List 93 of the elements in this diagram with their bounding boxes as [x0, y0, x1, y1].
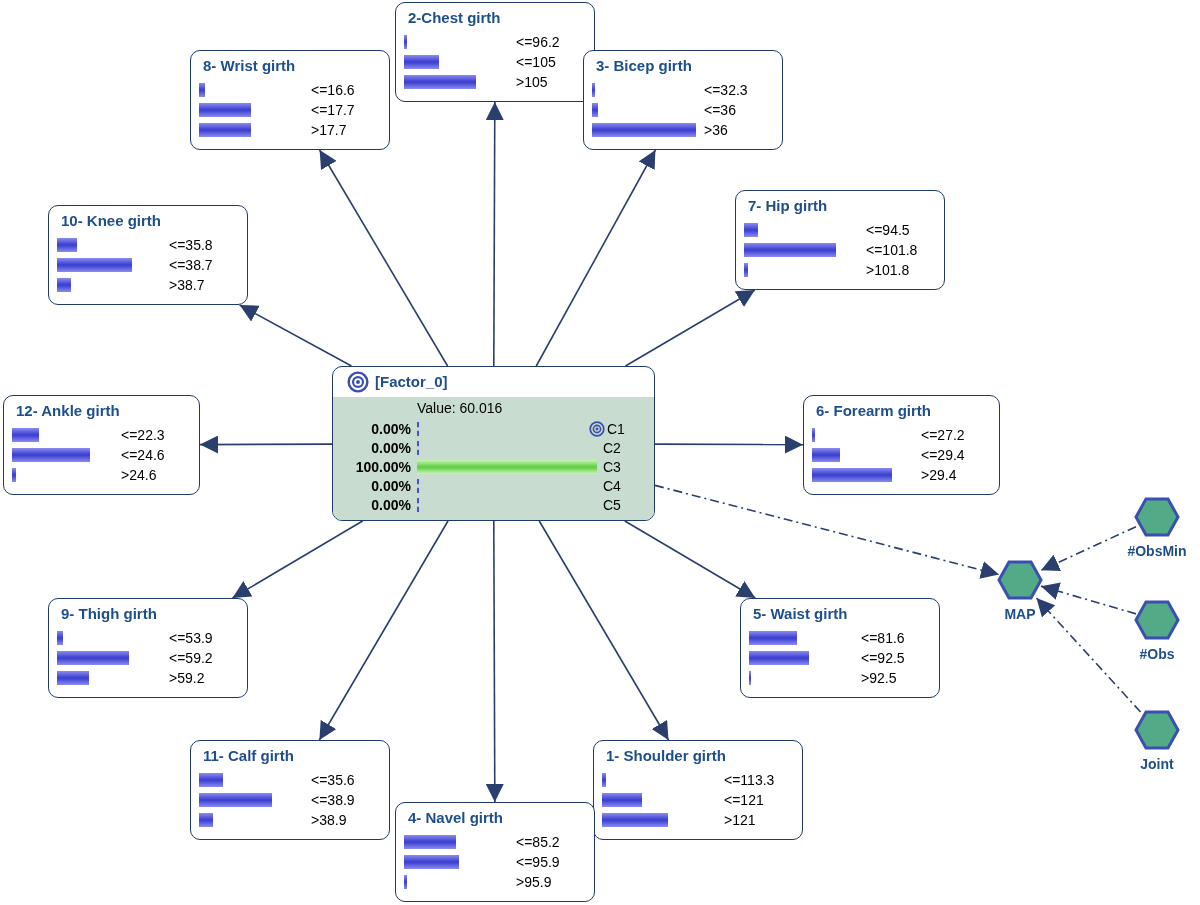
bin-label: >92.5 — [861, 669, 897, 687]
state-label: C4 — [603, 477, 621, 495]
bin-label: <=27.2 — [921, 426, 965, 444]
arrow — [318, 149, 449, 367]
node-card — [190, 740, 390, 840]
bin-label: <=38.9 — [311, 791, 355, 809]
node-title: 2-Chest girth — [408, 9, 501, 26]
bin-label: <=96.2 — [516, 33, 560, 51]
node-title: 9- Thigh girth — [61, 605, 157, 622]
node-card — [395, 2, 595, 102]
bin-label: >38.7 — [169, 276, 205, 294]
node-title: 1- Shoulder girth — [606, 747, 726, 764]
node-card — [48, 598, 248, 698]
bin-label: <=59.2 — [169, 649, 213, 667]
state-label: C5 — [603, 496, 621, 514]
percent-label: 0.00% — [370, 477, 411, 495]
bin-label: <=35.6 — [311, 771, 355, 789]
arrow — [538, 520, 670, 741]
bin-label: <=101.8 — [866, 241, 918, 259]
bin-label: >24.6 — [121, 466, 157, 484]
percent-label: 0.00% — [370, 420, 411, 438]
node-title: [Factor_0] — [375, 373, 448, 390]
arrow — [624, 289, 756, 367]
node-label: Joint — [1139, 756, 1175, 772]
bin-label: <=53.9 — [169, 629, 213, 647]
arrow — [231, 520, 364, 599]
bin-label: <=95.9 — [516, 853, 560, 871]
arrow — [1040, 582, 1137, 615]
node-card — [583, 50, 783, 150]
node-title: 6- Forearm girth — [816, 402, 932, 419]
node-label: MAP — [1003, 606, 1037, 622]
bin-label: <=36 — [704, 101, 736, 119]
arrow — [1040, 525, 1137, 572]
state-label: C1 — [607, 420, 625, 438]
bin-label: <=38.7 — [169, 256, 213, 274]
bin-label: >101.8 — [866, 261, 910, 279]
arrow — [238, 304, 353, 367]
bin-label: >36 — [704, 121, 728, 139]
node-title: 4- Navel girth — [408, 809, 504, 826]
node-title: 12- Ankle girth — [16, 402, 120, 419]
node-label: #Obs — [1138, 646, 1176, 662]
arrow — [485, 101, 504, 367]
bin-label: <=94.5 — [866, 221, 910, 239]
bin-label: <=24.6 — [121, 446, 165, 464]
node-title: 11- Calf girth — [203, 747, 294, 764]
bin-label: <=121 — [724, 791, 764, 809]
state-label: C3 — [603, 458, 621, 476]
node-card — [735, 190, 945, 290]
node-title: 5- Waist girth — [753, 605, 848, 622]
arrow — [485, 520, 504, 803]
node-title: 3- Bicep girth — [596, 57, 692, 74]
bin-label: >121 — [724, 811, 756, 829]
bin-label: <=16.6 — [311, 81, 355, 99]
node-title: 10- Knee girth — [61, 212, 162, 229]
bin-label: >29.4 — [921, 466, 957, 484]
node-card — [740, 598, 940, 698]
node-card — [48, 205, 248, 305]
bin-label: <=17.7 — [311, 101, 355, 119]
bin-label: <=81.6 — [861, 629, 905, 647]
node-card — [395, 802, 595, 902]
node-card — [593, 740, 803, 840]
value-text: Value: 60.016 — [417, 399, 503, 417]
percent-label: 0.00% — [370, 496, 411, 514]
node-card — [803, 395, 1000, 495]
arrow — [654, 484, 1000, 579]
bin-label: <=85.2 — [516, 833, 560, 851]
node-title: 7- Hip girth — [748, 197, 828, 214]
percent-label: 0.00% — [370, 439, 411, 457]
bin-label: >59.2 — [169, 669, 205, 687]
node-card — [332, 366, 655, 521]
node-card — [3, 395, 200, 495]
bin-label: <=105 — [516, 53, 556, 71]
bin-label: >95.9 — [516, 873, 552, 891]
arrow — [654, 435, 804, 454]
arrow — [199, 435, 333, 454]
bin-label: <=92.5 — [861, 649, 905, 667]
bin-label: <=113.3 — [724, 771, 775, 789]
arrow — [1035, 597, 1142, 713]
state-label: C2 — [603, 439, 621, 457]
arrow — [535, 149, 657, 367]
bin-label: <=22.3 — [121, 426, 165, 444]
node-label: #ObsMin — [1126, 543, 1188, 559]
percent-label: 100.00% — [354, 458, 411, 476]
bin-label: >105 — [516, 73, 548, 91]
bin-label: <=35.8 — [169, 236, 213, 254]
bin-label: <=29.4 — [921, 446, 965, 464]
bin-label: <=32.3 — [704, 81, 748, 99]
arrow — [624, 520, 757, 599]
bin-label: >17.7 — [311, 121, 347, 139]
node-card — [190, 50, 390, 150]
node-title: 8- Wrist girth — [203, 57, 296, 74]
bin-label: >38.9 — [311, 811, 347, 829]
arrow — [318, 520, 449, 741]
